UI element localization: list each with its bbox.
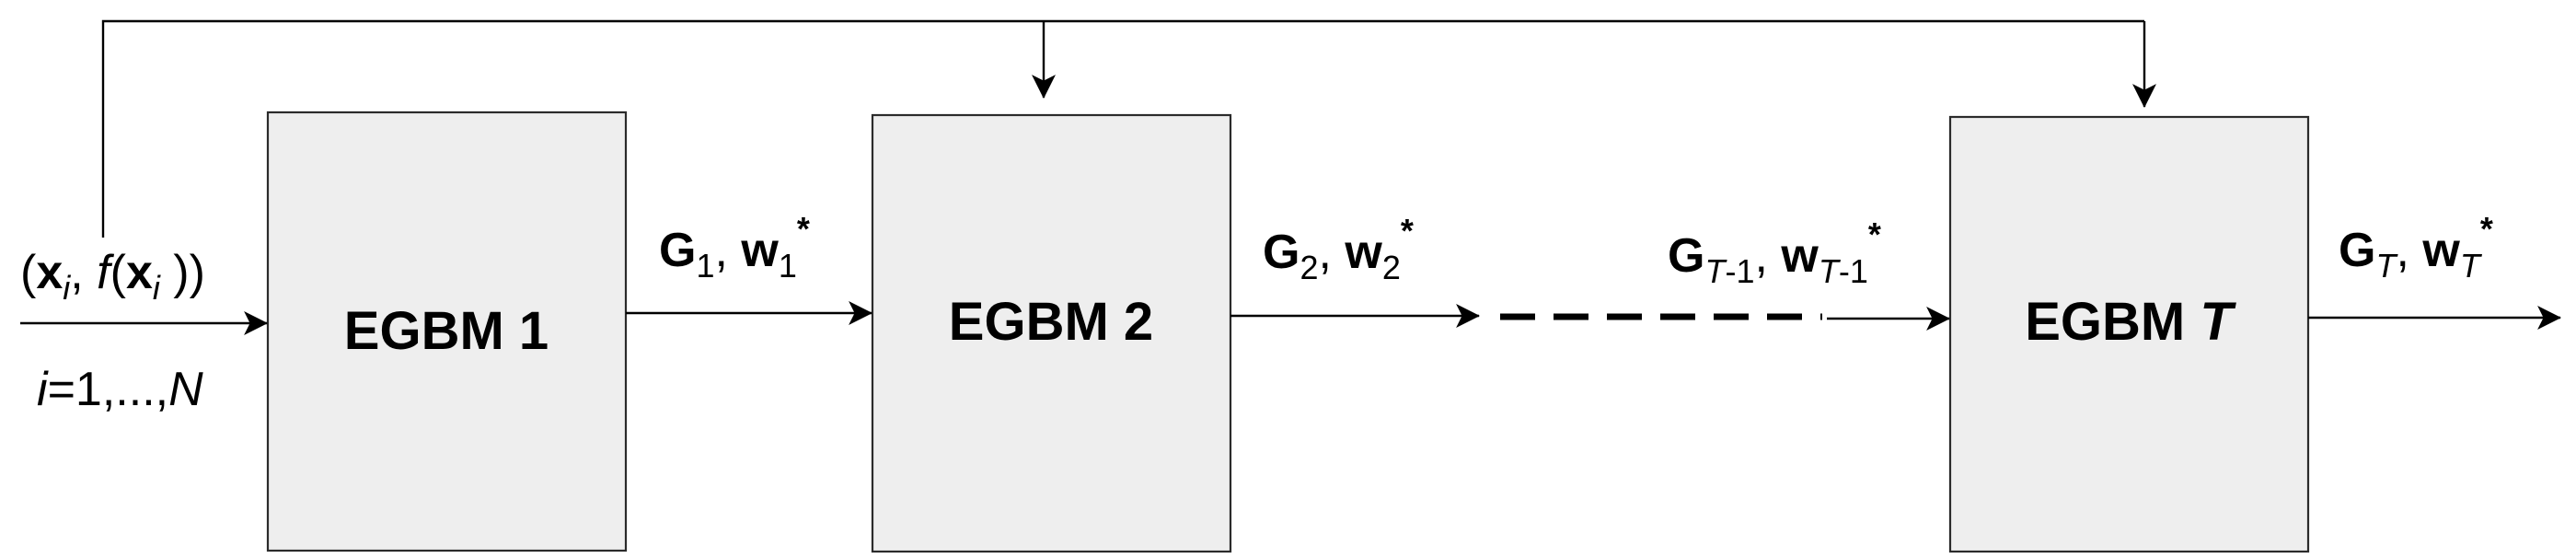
input-range-label: i=1,...,N <box>37 363 203 416</box>
egbm-block-T-label: EGBM T <box>2025 292 2236 352</box>
egbm-block-2-label: EGBM 2 <box>949 292 1153 352</box>
output-label-2: G2, w2* <box>1263 212 1414 286</box>
output-label-1: G1, w1* <box>659 210 810 285</box>
output-label-T-minus-1: GT-1, wT-1* <box>1668 215 1881 290</box>
input-pair-label: (xi, f(xi )) <box>20 246 205 307</box>
egbm-block-1-label: EGBM 1 <box>344 301 549 361</box>
egbm-block-T <box>1948 115 2310 553</box>
output-label-T: GT, wT* <box>2339 210 2493 285</box>
egbm-block-1 <box>266 110 628 552</box>
egbm-block-2 <box>871 113 1232 553</box>
feedback-line <box>101 19 2144 238</box>
